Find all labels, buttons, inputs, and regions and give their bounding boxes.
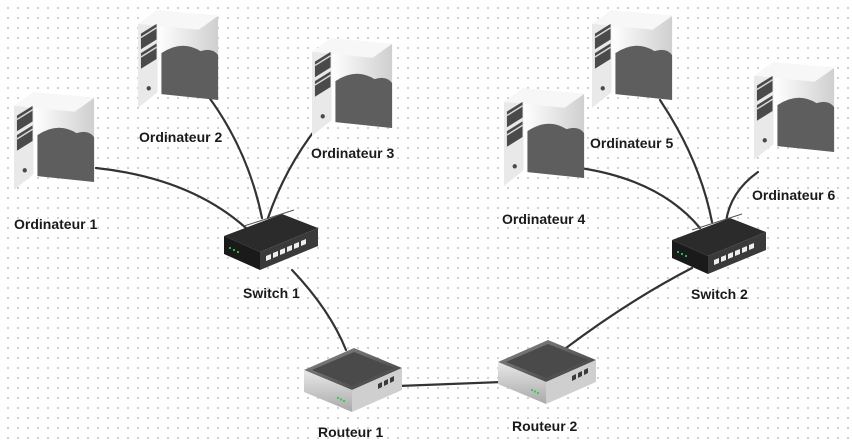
label-computer-4: Ordinateur 4 [502,211,586,227]
label-computer-1: Ordinateur 1 [14,216,98,232]
cable-pc1-sw1 [94,166,248,230]
cable-r1-r2 [396,380,504,388]
label-computer-5: Ordinateur 5 [590,135,674,151]
cable-pc4-sw2 [578,166,702,230]
computer-4-icon [503,87,585,187]
cable-r2-sw2 [564,266,694,350]
cables [94,94,760,388]
label-computer-3: Ordinateur 3 [311,145,395,161]
router-1-icon [304,348,402,412]
cable-pc3-sw1 [266,124,320,220]
label-switch-2: Switch 2 [691,286,748,302]
computer-2-icon [137,9,219,109]
label-computer-2: Ordinateur 2 [139,129,223,145]
label-switch-1: Switch 1 [243,285,300,301]
label-computer-6: Ordinateur 6 [752,187,836,203]
label-router-1: Routeur 1 [318,424,384,440]
switch-1-icon [223,209,319,271]
cable-pc5-sw2 [658,98,714,224]
cable-sw1-r1 [290,268,348,352]
cable-pc2-sw1 [206,94,264,220]
label-router-2: Routeur 2 [512,418,578,434]
computer-1-icon [13,91,95,191]
cable-pc6-sw2 [724,170,760,224]
computer-6-icon [753,61,835,161]
computer-5-icon [591,9,673,109]
switch-2-icon [671,213,767,275]
router-2-icon [498,340,596,404]
computer-3-icon [311,37,393,137]
